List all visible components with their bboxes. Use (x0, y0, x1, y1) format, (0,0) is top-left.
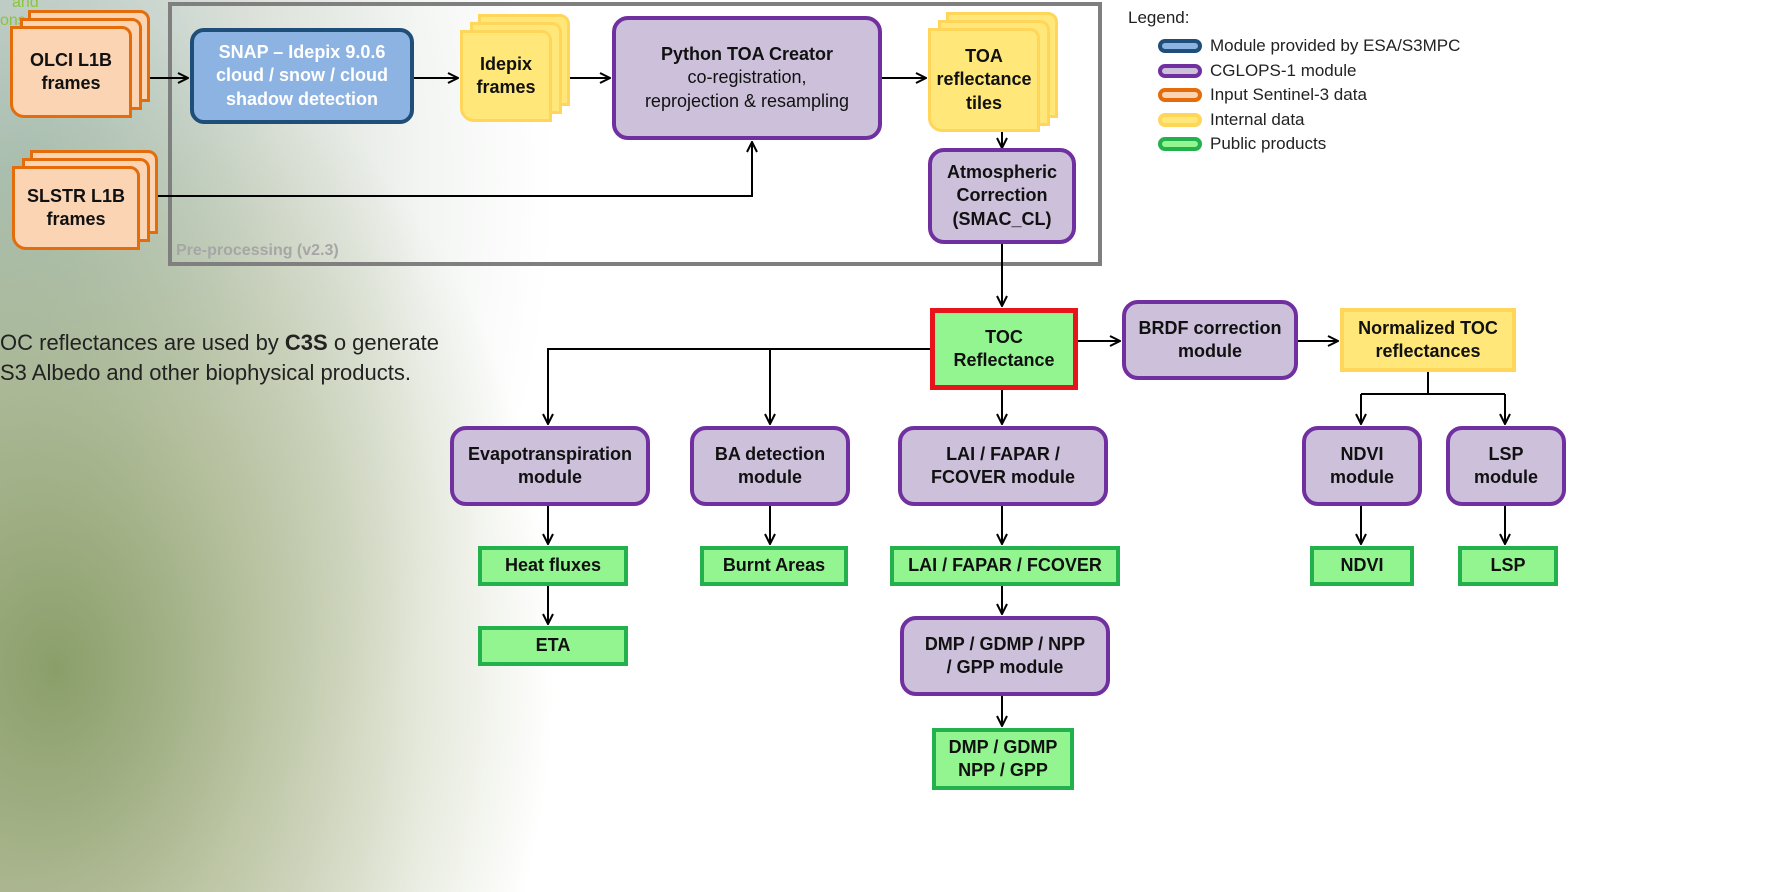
lsp-mod-line1: LSP (1488, 443, 1524, 464)
ndvi-module: NDVI module (1302, 426, 1422, 506)
evapo-line1: Evapotranspiration (467, 443, 633, 464)
legend: Legend: Module provided by ESA/S3MPC CGL… (1128, 8, 1460, 157)
legend-swatch-internal (1158, 112, 1202, 127)
legend-swatch-esa (1158, 39, 1202, 54)
legend-item-cglops: CGLOPS-1 module (1128, 59, 1460, 84)
legend-item-public: Public products (1128, 132, 1460, 157)
lsp-module: LSP module (1446, 426, 1566, 506)
toa-line1: TOA (965, 45, 1003, 66)
ndvi-mod-line1: NDVI (1340, 443, 1384, 464)
toc-reflectance: TOC Reflectance (930, 308, 1078, 390)
edge-slstr-python (158, 142, 752, 197)
slstr-line2: frames (46, 209, 106, 229)
legend-label-internal: Internal data (1210, 109, 1305, 129)
toc-line1: TOC (985, 326, 1023, 347)
norm-line2: reflectances (1375, 341, 1481, 361)
ba-line2: module (737, 467, 802, 487)
lai-mod-line2: FCOVER module (930, 467, 1075, 487)
idepix-line1: Idepix (479, 53, 532, 74)
olci-line2: frames (41, 73, 101, 93)
legend-swatch-input (1158, 88, 1202, 103)
ndvi-product: NDVI (1310, 546, 1414, 586)
legend-label-public: Public products (1210, 134, 1327, 154)
corner-text-line1: and (12, 0, 39, 11)
legend-swatch-public (1158, 137, 1202, 152)
snap-line1: SNAP – Idepix 9.0.6 (218, 41, 386, 62)
brdf-correction-module: BRDF correction module (1122, 300, 1298, 380)
note-text-bold: C3S (284, 330, 328, 355)
legend-label-cglops: CGLOPS-1 module (1210, 60, 1357, 80)
dmp-prod-line2: NPP / GPP (958, 760, 1048, 780)
corner-text: and ons (0, 0, 39, 31)
ba-line1: BA detection (714, 443, 826, 464)
dmp-mod-line1: DMP / GDMP / NPP (924, 633, 1086, 654)
olci-l1b-frames: OLCI L1B frames (10, 26, 132, 118)
idepix-line2: frames (476, 77, 536, 97)
preprocessing-group (168, 2, 1102, 266)
lsp-product: LSP (1458, 546, 1558, 586)
legend-label-esa: Module provided by ESA/S3MPC (1210, 36, 1461, 56)
eta-product: ETA (478, 626, 628, 666)
lai-prod-line1: LAI / FAPAR / FCOVER (908, 555, 1102, 576)
edge-toc-evapo (548, 348, 930, 424)
snap-line3: shadow detection (225, 88, 378, 109)
lsp-mod-line2: module (1473, 467, 1538, 487)
python-line1: Python TOA Creator (660, 43, 833, 64)
legend-title: Legend: (1128, 8, 1190, 27)
corner-text-line2: ons (0, 12, 26, 30)
atmo-line3: (SMAC_CL) (952, 208, 1052, 229)
lai-mod-line1: LAI / FAPAR / (946, 443, 1060, 464)
atmo-line2: Correction (956, 185, 1048, 206)
legend-item-input: Input Sentinel-3 data (1128, 83, 1460, 108)
atmo-line1: Atmospheric (946, 161, 1058, 182)
toa-line2: reflectance (936, 69, 1032, 90)
python-toa-creator: Python TOA Creator co-registration,reproj… (612, 16, 882, 140)
burnt-line1: Burnt Areas (722, 555, 826, 576)
toa-line3: tiles (965, 92, 1003, 113)
brdf-line2: module (1177, 341, 1242, 361)
normalized-toc-reflectances: Normalized TOC reflectances (1340, 308, 1516, 372)
toc-line2: Reflectance (953, 350, 1055, 370)
snap-line2: cloud / snow / cloud (215, 65, 388, 86)
dmp-mod-line2: / GPP module (946, 657, 1064, 677)
slstr-l1b-frames: SLSTR L1B frames (12, 166, 140, 250)
preprocessing-label: Pre-processing (v2.3) (176, 242, 339, 259)
slstr-line1: SLSTR L1B (26, 185, 125, 206)
legend-item-esa: Module provided by ESA/S3MPC (1128, 34, 1460, 59)
lsp-prod-line1: LSP (1490, 555, 1526, 576)
python-line2: co-registration, (687, 67, 807, 88)
note-text-start: OC reflectances are used by (0, 330, 285, 355)
eta-line1: ETA (535, 635, 571, 656)
dmp-prod-line1: DMP / GDMP (948, 736, 1058, 757)
brdf-line1: BRDF correction (1138, 317, 1282, 338)
idepix-frames: Idepix frames (460, 30, 552, 122)
olci-line1: OLCI L1B (29, 49, 112, 70)
dmp-gdmp-npp-gpp-module: DMP / GDMP / NPP / GPP module (900, 616, 1110, 696)
dmp-gdmp-npp-gpp-product: DMP / GDMP NPP / GPP (932, 728, 1074, 790)
legend-swatch-cglops (1158, 63, 1202, 78)
lai-fapar-fcover-product: LAI / FAPAR / FCOVER (890, 546, 1120, 586)
c3s-note: OC reflectances are used by C3S o genera… (0, 328, 450, 389)
ba-detection-module: BA detection module (690, 426, 850, 506)
evapotranspiration-module: Evapotranspiration module (450, 426, 650, 506)
norm-line1: Normalized TOC (1358, 317, 1498, 338)
burnt-areas-product: Burnt Areas (700, 546, 848, 586)
note-text-end: o generate S3 Albedo and other biophysic… (0, 330, 440, 386)
ndvi-prod-line1: NDVI (1340, 555, 1384, 576)
ndvi-mod-line2: module (1329, 467, 1394, 487)
legend-item-internal: Internal data (1128, 108, 1460, 133)
evapo-line2: module (517, 467, 582, 487)
legend-label-input: Input Sentinel-3 data (1210, 85, 1367, 105)
python-line3: reprojection & resampling (644, 90, 850, 111)
heat-line1: Heat fluxes (504, 555, 602, 576)
lai-fapar-fcover-module: LAI / FAPAR / FCOVER module (898, 426, 1108, 506)
heat-fluxes-product: Heat fluxes (478, 546, 628, 586)
